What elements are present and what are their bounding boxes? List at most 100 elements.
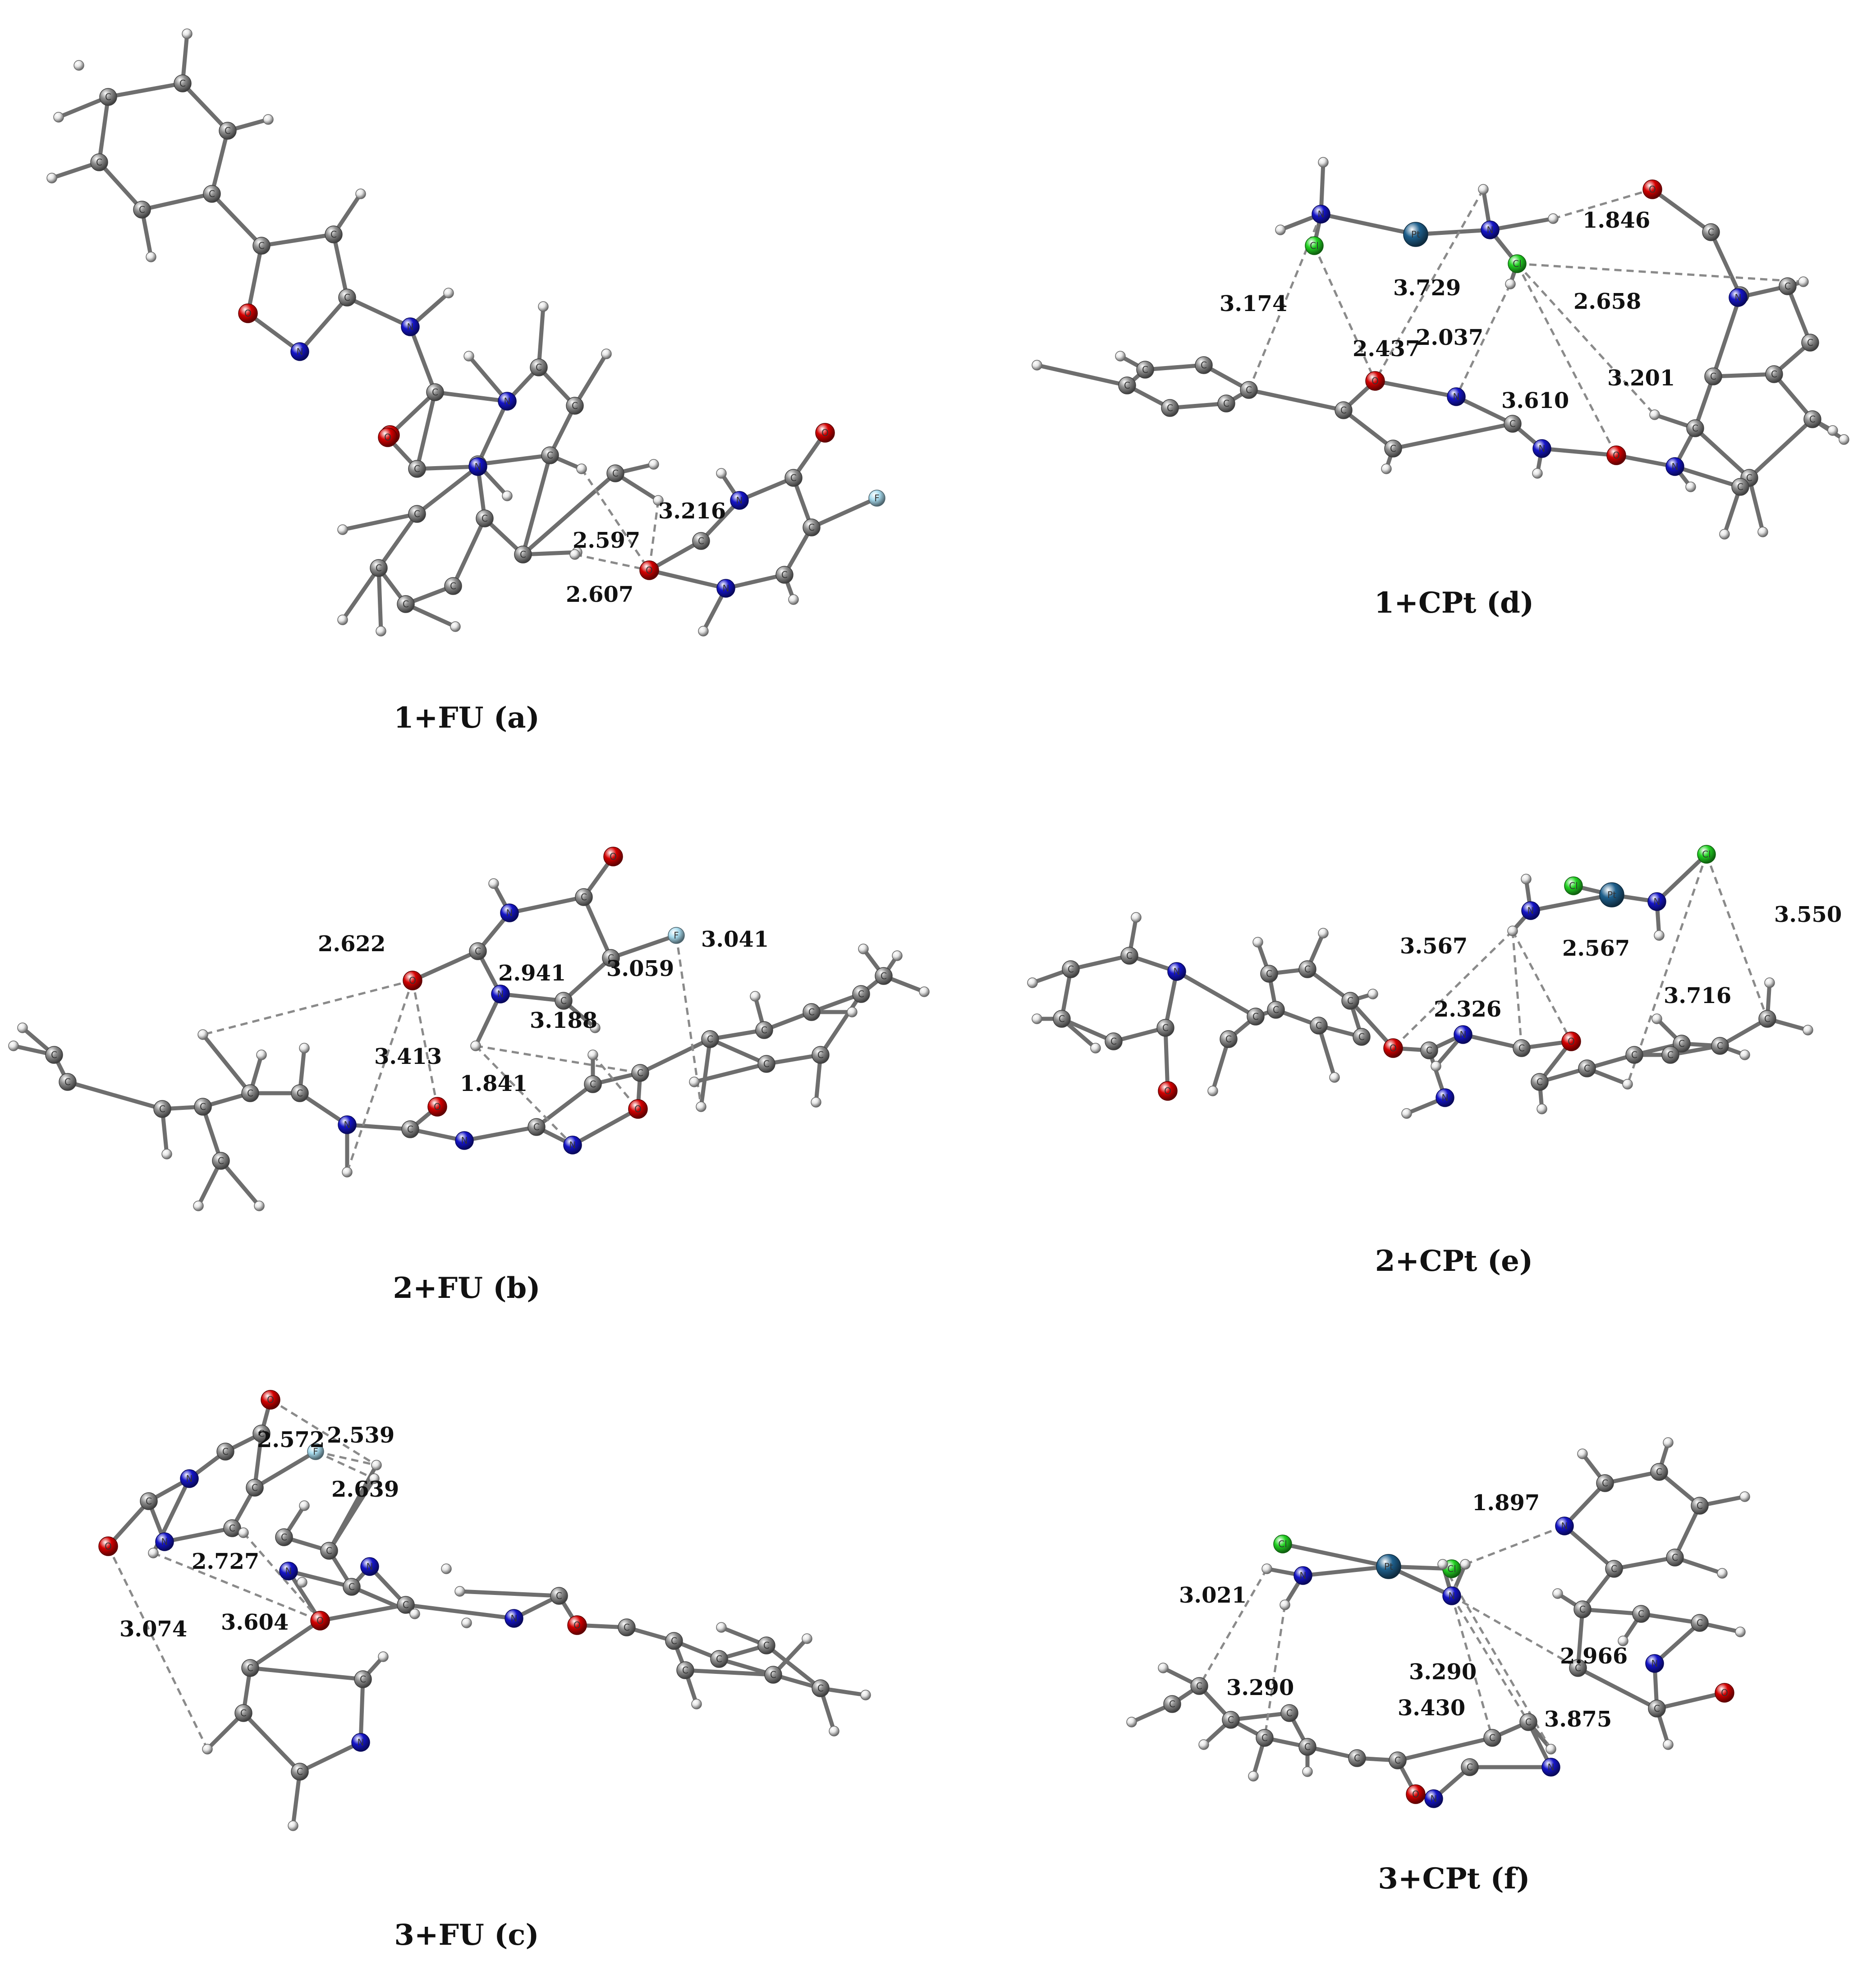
atom-c: C xyxy=(252,1425,271,1443)
atom-c: C xyxy=(514,545,532,564)
atom-c: C xyxy=(1105,1032,1123,1050)
atom-c: C xyxy=(1267,1001,1285,1019)
covalent-bond xyxy=(1211,1037,1231,1093)
svg-text:C: C xyxy=(1246,385,1252,395)
atom-h xyxy=(1622,1079,1633,1090)
distance-label: 3.174 xyxy=(1220,291,1287,316)
atom-c: C xyxy=(1519,1713,1537,1731)
svg-text:C: C xyxy=(1654,1703,1660,1714)
svg-text:N: N xyxy=(1672,461,1679,472)
atom-n: N xyxy=(455,1131,474,1150)
atom-c: C xyxy=(1691,1497,1709,1515)
atom-h xyxy=(1577,1448,1588,1459)
svg-text:C: C xyxy=(817,1683,824,1694)
svg-text:C: C xyxy=(297,1088,303,1099)
molecule-structure-b: OCNCONCCFOCNCNOCCNCCCCCCCCCCCCCC3.0412.6… xyxy=(8,847,930,1211)
covalent-bond xyxy=(241,1711,302,1774)
svg-text:C: C xyxy=(1692,423,1698,434)
atom-h xyxy=(1280,1599,1290,1610)
atom-n: N xyxy=(1454,1025,1472,1044)
covalent-bond xyxy=(259,232,336,248)
svg-text:C: C xyxy=(1667,1049,1674,1060)
covalent-bond xyxy=(298,1091,349,1127)
atom-h xyxy=(470,1040,481,1051)
atom-h xyxy=(161,1149,172,1159)
svg-text:C: C xyxy=(1656,1466,1662,1477)
interaction-line xyxy=(153,1552,321,1622)
atom-n: N xyxy=(1729,288,1748,307)
svg-text:O: O xyxy=(1721,1687,1728,1698)
covalent-bond xyxy=(782,525,814,577)
interaction-line xyxy=(1450,1595,1494,1738)
atom-c: C xyxy=(701,1030,719,1048)
covalent-bond xyxy=(246,311,302,354)
svg-text:N: N xyxy=(1431,1793,1437,1804)
atom-h xyxy=(689,1077,700,1087)
svg-text:C: C xyxy=(763,1640,770,1651)
distance-label: 2.572 xyxy=(257,1427,325,1452)
svg-text:C: C xyxy=(671,1636,677,1646)
atom-c: C xyxy=(1222,1711,1240,1729)
covalent-bond xyxy=(1341,408,1395,451)
interaction-line xyxy=(1516,263,1656,416)
atom-h xyxy=(1318,928,1329,939)
svg-text:C: C xyxy=(376,563,382,573)
covalent-bond xyxy=(106,1499,151,1549)
svg-text:C: C xyxy=(1169,1699,1175,1709)
atom-c: C xyxy=(631,1064,649,1082)
atom-h xyxy=(53,112,64,123)
svg-text:F: F xyxy=(674,930,679,941)
svg-text:N: N xyxy=(497,989,504,999)
bonds xyxy=(50,32,879,633)
svg-text:C: C xyxy=(707,1034,713,1045)
atom-n: N xyxy=(360,1557,379,1576)
covalent-bond xyxy=(1673,464,1743,489)
covalent-bond xyxy=(1580,1607,1643,1616)
atom-h xyxy=(1207,1086,1218,1096)
atom-n: N xyxy=(338,1115,357,1134)
svg-text:C: C xyxy=(159,1104,165,1114)
interaction-line xyxy=(580,468,651,571)
atom-c: C xyxy=(246,1479,264,1497)
covalent-bond xyxy=(1603,1470,1661,1485)
atom-c: C xyxy=(252,237,271,255)
atom-c: C xyxy=(676,1661,694,1679)
svg-text:C: C xyxy=(330,229,337,240)
atom-c: C xyxy=(234,1704,252,1722)
covalent-bond xyxy=(1772,372,1815,422)
covalent-bond xyxy=(358,1677,365,1745)
covalent-bond xyxy=(462,1125,539,1143)
atom-h xyxy=(371,1460,382,1471)
atom-h xyxy=(1548,213,1559,224)
atom-c: C xyxy=(325,225,343,243)
svg-text:N: N xyxy=(1651,1658,1658,1669)
svg-text:O: O xyxy=(1649,184,1656,195)
covalent-bond xyxy=(1652,1621,1702,1666)
atom-c: C xyxy=(1765,365,1783,383)
atom-h xyxy=(17,1022,28,1033)
covalent-bond xyxy=(1163,969,1179,1030)
covalent-bond xyxy=(340,512,419,532)
atom-c: C xyxy=(530,358,548,376)
covalent-bond xyxy=(376,566,383,633)
atom-o: O xyxy=(403,971,422,990)
svg-text:N: N xyxy=(1548,1762,1555,1773)
atom-h xyxy=(1546,1744,1556,1755)
atom-c: C xyxy=(401,1120,419,1138)
atom-pt: Pt xyxy=(1599,882,1624,907)
covalent-bond xyxy=(498,992,566,1003)
covalent-bond xyxy=(1747,417,1815,480)
atom-h xyxy=(502,490,513,501)
atom-h xyxy=(860,1690,871,1700)
atom-c: C xyxy=(408,505,426,523)
svg-text:O: O xyxy=(384,432,391,443)
svg-text:C: C xyxy=(1252,1011,1259,1022)
atom-h xyxy=(811,1097,821,1108)
interaction-line xyxy=(1553,188,1653,220)
covalent-bond xyxy=(764,1053,823,1066)
interaction-line xyxy=(648,500,660,571)
covalent-bond xyxy=(1709,230,1743,298)
